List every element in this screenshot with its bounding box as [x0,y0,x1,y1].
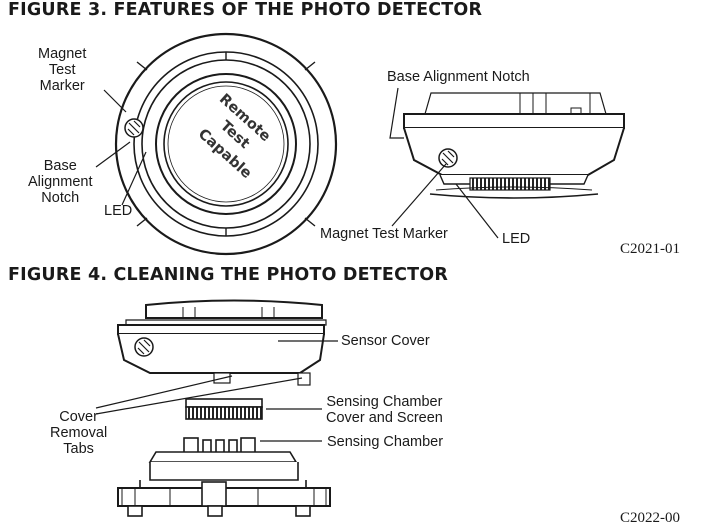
remote-test-capable-text: Remote Test Capable [195,91,274,182]
label-base-alignment-notch-right: Base Alignment Notch [387,69,530,85]
figure-4-code: C2022-00 [620,510,680,526]
fig3-right-leaders [389,87,499,239]
detector-top-view [114,32,338,256]
magnet-test-marker-side [438,148,458,168]
label-base-alignment-notch-left: Base Alignment Notch [28,158,93,206]
fig3-left-leaders [95,89,147,206]
label-led-left: LED [104,203,133,219]
sensor-cover [117,299,327,386]
detector-side-view [403,92,625,199]
label-cover-removal-tabs: Cover Removal Tabs [50,409,108,457]
fig4-leaders [95,340,338,442]
figure-4-title: FIGURE 4. CLEANING THE PHOTO DETECTOR [8,265,449,285]
magnet-test-marker-top [124,118,144,138]
figure-3-code: C2021-01 [620,241,680,257]
label-sensor-cover: Sensor Cover [341,333,430,349]
label-sensing-chamber: Sensing Chamber [327,434,444,450]
magnet-test-marker-cover [134,337,154,357]
label-led-right: LED [502,231,531,247]
label-sensing-chamber-cover: Sensing Chamber Cover and Screen [326,394,443,426]
label-magnet-test-marker-right: Magnet Test Marker [320,226,448,242]
label-magnet-test-marker-left: Magnet Test Marker [38,46,87,94]
figure-3-title: FIGURE 3. FEATURES OF THE PHOTO DETECTOR [8,0,483,20]
sensing-chamber [117,437,331,517]
sensing-chamber-cover [185,398,263,420]
